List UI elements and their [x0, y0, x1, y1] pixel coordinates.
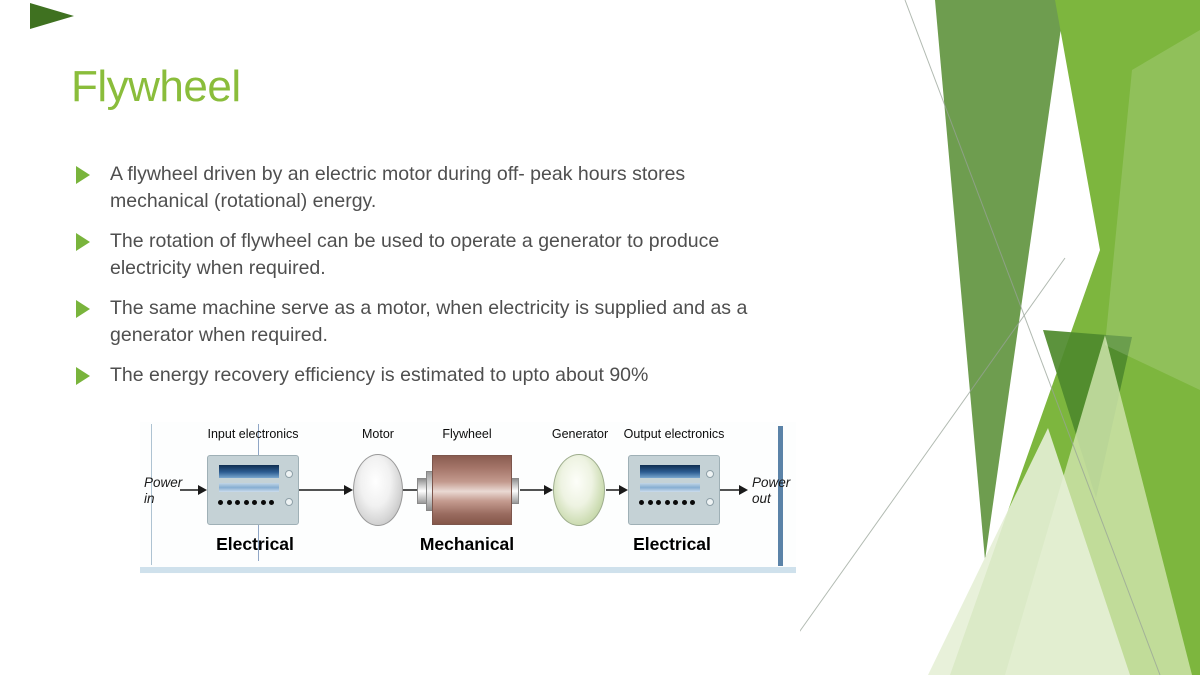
knob-icon: [706, 498, 714, 506]
display-bar-icon: [640, 465, 700, 478]
label-motor: Motor: [362, 427, 394, 441]
bullet-triangle-icon: [76, 233, 90, 251]
motor-shape: [353, 454, 403, 526]
bullet-text: A flywheel driven by an electric motor d…: [110, 163, 686, 212]
flywheel-shape: [432, 455, 512, 525]
power-in-label: Power in: [144, 475, 183, 506]
bullet-triangle-icon: [76, 166, 90, 184]
bullet-text: The rotation of flywheel can be used to …: [110, 230, 720, 279]
bullet-list: A flywheel driven by an electric motor d…: [76, 161, 747, 389]
bullet-text: The same machine serve as a motor, when …: [110, 297, 748, 346]
output-electronics-box: [628, 455, 720, 525]
display-bar-icon: [219, 465, 279, 478]
domain-label-mechanical: Mechanical: [419, 534, 515, 554]
background-green-facets: [800, 0, 1200, 675]
label-generator: Generator: [551, 427, 609, 441]
input-electronics-box: [207, 455, 299, 525]
knob-icon: [285, 498, 293, 506]
flywheel-diagram: Input electronics Motor Flywheel Generat…: [140, 422, 796, 574]
diagram-bottom-strip: [140, 567, 796, 573]
bullet-item: The same machine serve as a motor, when …: [76, 295, 747, 349]
corner-triangle-icon: [30, 3, 74, 29]
domain-label-electrical-left: Electrical: [216, 534, 294, 554]
label-input-electronics: Input electronics: [207, 427, 299, 441]
bullet-item: A flywheel driven by an electric motor d…: [76, 161, 747, 215]
bullet-triangle-icon: [76, 300, 90, 318]
generator-shape: [553, 454, 605, 526]
diagram-left-guide-line: [151, 424, 152, 565]
bullet-item: The rotation of flywheel can be used to …: [76, 228, 747, 282]
page-title: Flywheel: [71, 62, 241, 111]
domain-label-electrical-right: Electrical: [633, 534, 711, 554]
display-bar-icon: [640, 483, 700, 492]
bullet-triangle-icon: [76, 367, 90, 385]
indicator-dots-icon: [639, 500, 695, 505]
knob-icon: [706, 470, 714, 478]
bullet-item: The energy recovery efficiency is estima…: [76, 362, 747, 389]
label-flywheel: Flywheel: [442, 427, 492, 441]
display-bar-icon: [219, 483, 279, 492]
indicator-dots-icon: [218, 500, 274, 505]
diagram-right-blue-bar: [778, 426, 783, 566]
power-out-label: Power out: [752, 475, 791, 506]
flow-arrows-icon: [180, 485, 748, 495]
label-output-electronics: Output electronics: [623, 427, 725, 441]
knob-icon: [285, 470, 293, 478]
bullet-text: The energy recovery efficiency is estima…: [110, 364, 649, 386]
